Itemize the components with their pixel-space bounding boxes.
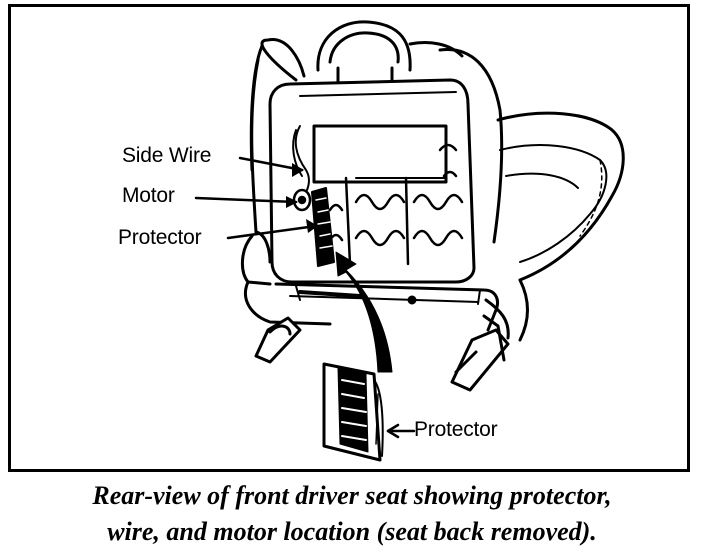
caption-line-2: wire, and motor location (seat back remo… <box>107 517 597 546</box>
pointer-arrow <box>335 251 393 373</box>
spring-pads <box>328 143 464 266</box>
label-protector: Protector <box>118 226 202 249</box>
motor <box>292 188 312 212</box>
figure-caption: Rear-view of front driver seat showing p… <box>0 478 704 550</box>
headrest <box>316 20 412 84</box>
label-side-wire: Side Wire <box>122 144 212 167</box>
inner-frame <box>268 78 476 284</box>
protector-in-seat <box>311 187 335 267</box>
seat-back-shell <box>249 38 504 244</box>
seat-cushion <box>496 111 625 342</box>
seat-base <box>241 230 510 340</box>
caption-line-1: Rear-view of front driver seat showing p… <box>92 481 612 510</box>
seat-rails <box>254 314 510 392</box>
leader-arrowheads <box>286 163 318 233</box>
label-protector-detail: Protector <box>414 418 498 441</box>
figure-frame <box>8 4 690 472</box>
leader-lines <box>194 156 416 439</box>
protector-detail <box>322 362 384 462</box>
label-motor: Motor <box>122 184 175 207</box>
